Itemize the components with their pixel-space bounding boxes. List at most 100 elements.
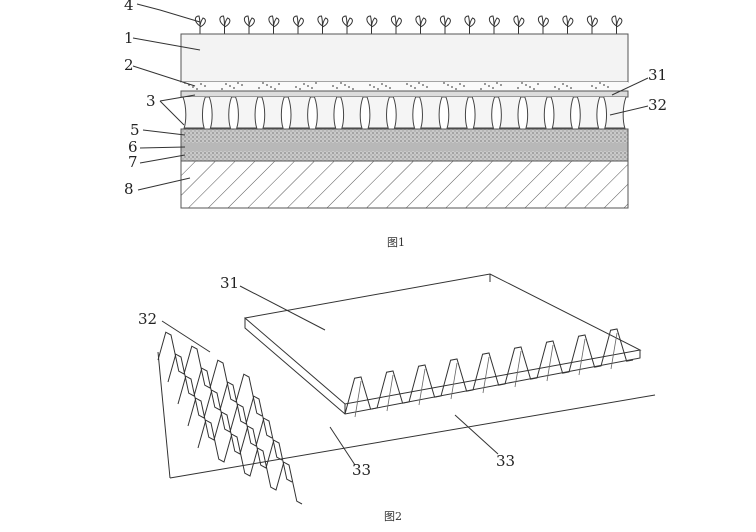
speckle: [295, 86, 297, 88]
layer-5-band: [181, 129, 628, 143]
plant-leaf: [219, 15, 226, 27]
plant-leaf: [493, 17, 500, 28]
speckle: [332, 85, 334, 87]
base-sheet: [169, 394, 656, 479]
cone-32: [340, 96, 364, 129]
plant-leaf: [517, 17, 525, 28]
cone-32: [445, 96, 469, 129]
speckle: [348, 86, 350, 88]
figure-1: 4 1 2 3 5 6 7 8 31 32 图1: [124, 0, 667, 249]
plant-leaf: [591, 17, 598, 28]
plant-leaf: [321, 17, 329, 28]
plant-leaf: [346, 17, 353, 28]
speckle: [340, 82, 342, 84]
layer-7-band: [181, 151, 628, 161]
plant-leaf: [444, 17, 451, 28]
plant-leaf: [611, 15, 618, 27]
speckle: [315, 82, 317, 84]
speckle: [225, 83, 227, 85]
corrugated-core-32: [157, 328, 634, 505]
speckle-particles: [184, 82, 609, 90]
speckle: [496, 82, 498, 84]
fig2-label-33-left: 33: [352, 461, 371, 479]
plant-leaf: [366, 15, 373, 27]
speckle: [278, 83, 280, 85]
speckle: [369, 84, 371, 86]
plant-leaf: [439, 15, 446, 27]
speckle: [377, 88, 379, 90]
figure-2-caption: 图2: [384, 510, 402, 523]
speckle: [443, 82, 445, 84]
corrugation-row: [187, 397, 293, 483]
speckle: [221, 88, 223, 90]
speckle: [192, 86, 194, 88]
corrugation-ridge: [610, 332, 618, 370]
cone-32: [603, 96, 627, 129]
speckle: [455, 88, 457, 90]
speckle: [274, 88, 276, 90]
corrugation-front-row: [344, 328, 634, 415]
speckle: [537, 83, 539, 85]
corrugation-row: [167, 353, 273, 439]
plant-leaf: [415, 15, 422, 27]
cone-32: [235, 96, 259, 129]
speckle: [418, 82, 420, 84]
speckle: [554, 86, 556, 88]
speckle: [533, 88, 535, 90]
fig2-label-33-right: 33: [496, 452, 515, 470]
speckle: [426, 86, 428, 88]
plate-31: [180, 90, 629, 98]
plant-leaf: [243, 15, 250, 27]
label-2: 2: [124, 56, 134, 74]
plant-leaf: [248, 17, 255, 28]
plant-leaf: [272, 17, 280, 28]
speckle: [607, 86, 609, 88]
speckle: [422, 84, 424, 86]
speckle: [591, 85, 593, 87]
cone-32: [550, 96, 574, 129]
speckle: [266, 84, 268, 86]
speckle: [492, 87, 494, 89]
plant-leaf: [317, 15, 324, 27]
plant-leaf: [513, 15, 520, 27]
speckle: [241, 84, 243, 86]
speckle: [595, 87, 597, 89]
corrugation-ridge: [418, 368, 426, 406]
cone-32: [471, 96, 495, 129]
corrugation-row: [157, 331, 263, 417]
figure-1-leaders: [132, 3, 649, 191]
label-5: 5: [130, 121, 140, 139]
speckle: [200, 83, 202, 85]
speckle: [566, 85, 568, 87]
speckle: [196, 88, 198, 90]
cone-32: [182, 96, 206, 129]
plant-leaf: [562, 15, 569, 27]
label-4: 4: [124, 0, 134, 14]
speckle: [299, 88, 301, 90]
speckle: [459, 83, 461, 85]
plant-leaf: [566, 17, 574, 28]
corrugation-ridge: [354, 380, 362, 418]
speckle: [488, 85, 490, 87]
label-31: 31: [648, 66, 667, 84]
plant-leaf: [586, 15, 593, 27]
cone-32: [392, 96, 417, 129]
plant-leaf: [199, 17, 206, 28]
speckle: [352, 88, 354, 90]
plant-leaf: [223, 17, 231, 28]
speckle: [233, 87, 235, 89]
layer-8-base: [180, 160, 629, 209]
plant-leaf: [615, 17, 623, 28]
plant-leaf: [464, 15, 471, 27]
speckle: [389, 87, 391, 89]
cone-32: [498, 96, 522, 129]
corrugation-ridge: [514, 350, 522, 388]
plant-leaf: [488, 15, 495, 27]
speckle: [373, 86, 375, 88]
speckle: [410, 85, 412, 87]
speckle: [385, 85, 387, 87]
cone-32: [208, 96, 233, 129]
speckle: [344, 84, 346, 86]
plant-leaf: [537, 15, 544, 27]
